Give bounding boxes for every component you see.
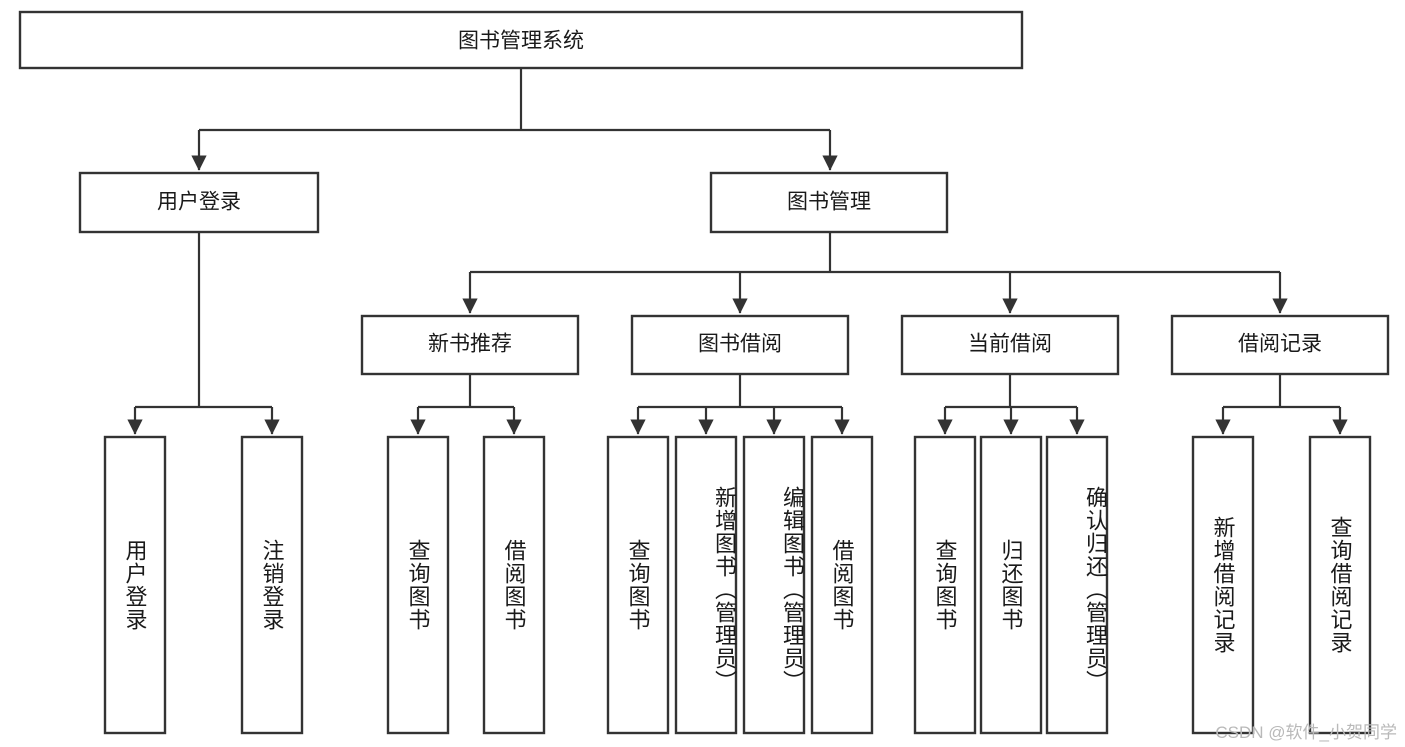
node-root-label: 图书管理系统 [458,30,584,53]
node-root-box[interactable] [18,10,1024,70]
node-borrow-record-label: 借阅记录 [1238,333,1322,356]
node-new-book-rec-box[interactable] [360,314,580,376]
leaf-box-add-book[interactable] [674,435,738,735]
leaf-box-return-book[interactable] [979,435,1043,735]
leaf-box-borrow-book-2[interactable] [810,435,874,735]
node-current-borrow-box[interactable] [900,314,1120,376]
node-user-login-label: 用户登录 [157,191,241,214]
node-borrow-record-box[interactable] [1170,314,1390,376]
leaf-box-borrow-book-1[interactable] [482,435,546,735]
node-book-manage-label: 图书管理 [787,191,871,214]
node-book-borrow-label: 图书借阅 [698,333,782,356]
leaf-box-group [103,435,1372,735]
node-new-book-rec-label: 新书推荐 [428,333,512,356]
node-current-borrow[interactable]: 当前借阅 [900,314,1120,376]
leaf-box-add-record[interactable] [1191,435,1255,735]
node-book-manage-box[interactable] [709,171,949,234]
leaf-box-query-book-2[interactable] [606,435,670,735]
leaf-box-query-book-1[interactable] [386,435,450,735]
leaf-box-logout[interactable] [240,435,304,735]
node-current-borrow-label: 当前借阅 [968,333,1052,356]
watermark-text: CSDN @软件_小贺同学 [1215,723,1397,742]
leaf-box-edit-book[interactable] [742,435,806,735]
node-user-login-box[interactable] [78,171,320,234]
node-borrow-record[interactable]: 借阅记录 [1170,314,1390,376]
leaf-box-user-login[interactable] [103,435,167,735]
leaf-box-query-book-3[interactable] [913,435,977,735]
connector-group [127,68,1348,435]
leaf-box-confirm-return[interactable] [1045,435,1109,735]
node-user-login[interactable]: 用户登录 [78,171,320,234]
node-root[interactable]: 图书管理系统 [18,10,1024,70]
node-new-book-rec[interactable]: 新书推荐 [360,314,580,376]
node-book-borrow-box[interactable] [630,314,850,376]
node-book-borrow[interactable]: 图书借阅 [630,314,850,376]
leaf-box-query-record[interactable] [1308,435,1372,735]
node-book-manage[interactable]: 图书管理 [709,171,949,234]
